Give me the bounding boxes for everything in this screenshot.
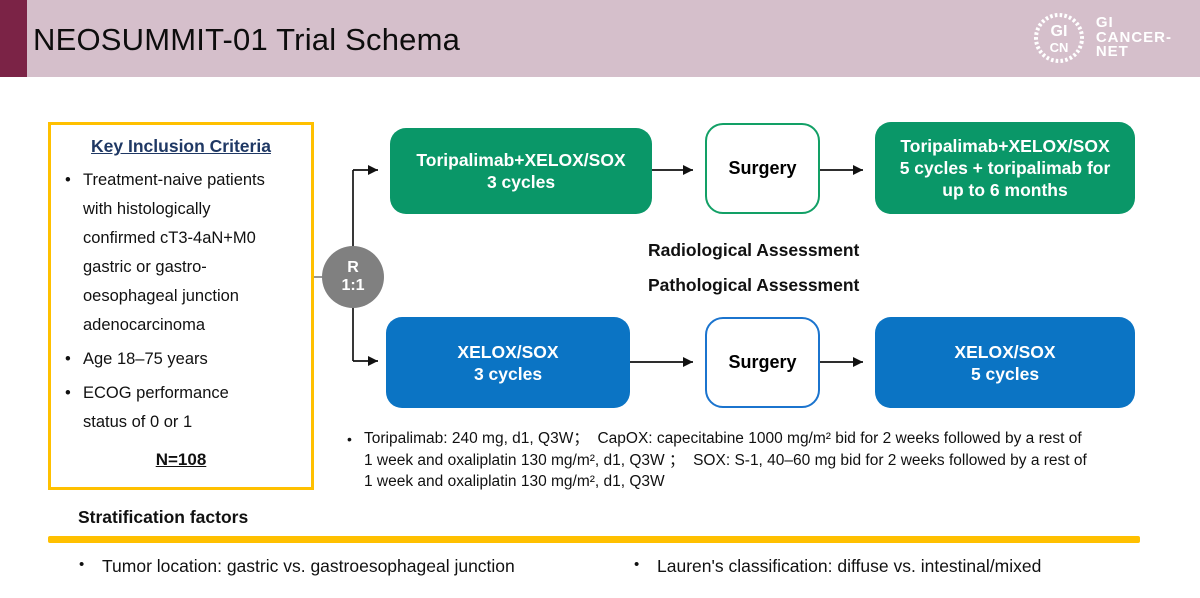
bullet-line: adenocarcinoma — [83, 316, 205, 334]
logo-wordmark: GI CANCER- NET — [1096, 16, 1172, 60]
surgery-box-top: Surgery — [705, 123, 820, 214]
stratification-title: Stratification factors — [78, 507, 249, 527]
bullet-line: with histologically — [83, 200, 211, 218]
arm-box-toripalimab-induction: Toripalimab+XELOX/SOX 3 cycles — [390, 128, 652, 214]
bullet-line: gastric or gastro- — [83, 258, 207, 276]
bullet-line: status of 0 or 1 — [83, 413, 193, 431]
stratification-divider-bar — [48, 536, 1140, 543]
gi-cancer-net-logo: GI CN GI CANCER- NET — [1031, 8, 1172, 68]
randomization-r: R — [347, 259, 359, 276]
inclusion-bullet-population: Treatment-naive patients with histologic… — [59, 166, 303, 340]
randomization-node: R 1:1 — [322, 246, 384, 308]
bullet-line: Treatment-naive patients — [83, 171, 265, 189]
inclusion-criteria-title: Key Inclusion Criteria — [91, 136, 271, 156]
inclusion-bullet-age: Age 18–75 years — [59, 345, 303, 374]
stratification-bullet-tumor-location: Tumor location: gastric vs. gastroesopha… — [79, 556, 515, 577]
bullet-line: oesophageal junction — [83, 287, 239, 305]
footnote-line: 1 week and oxaliplatin 130 mg/m², d1, Q3… — [364, 473, 665, 490]
radiological-assessment-label: Radiological Assessment — [648, 240, 860, 260]
arm-box-label-line: Toripalimab+XELOX/SOX — [416, 150, 626, 170]
logo-monogram-top: GI — [1050, 23, 1067, 40]
arm-box-label-line: 5 cycles — [970, 363, 1040, 384]
header: NEOSUMMIT-01 Trial Schema GI CN GI CANCE… — [0, 0, 1200, 77]
randomization-ratio: 1:1 — [341, 277, 365, 294]
arm-box-xelox-adjuvant: XELOX/SOX 5 cycles — [875, 317, 1135, 408]
inclusion-criteria-box: Key Inclusion Criteria Treatment-naive p… — [48, 122, 314, 490]
footnote-line: Toripalimab: 240 mg, d1, Q3W； CapOX: cap… — [364, 430, 1082, 447]
laurel-wreath-icon: GI CN — [1033, 12, 1084, 63]
arm-box-label-line: XELOX/SOX — [457, 341, 559, 362]
pathological-assessment-label: Pathological Assessment — [648, 275, 860, 295]
surgery-box-bottom: Surgery — [705, 317, 820, 408]
arm-box-label-line: up to 6 months — [942, 180, 1068, 200]
inclusion-bullet-ecog: ECOG performance status of 0 or 1 — [59, 379, 303, 437]
arm-box-toripalimab-adjuvant: Toripalimab+XELOX/SOX 5 cycles + toripal… — [875, 122, 1135, 214]
logo-wordmark-line: CANCER- — [1095, 28, 1172, 46]
arm-box-label-line: 5 cycles + toripalimab for — [899, 158, 1111, 178]
logo-wordmark-line: NET — [1095, 43, 1129, 61]
bullet-line: Age 18–75 years — [83, 350, 208, 368]
arm-box-label-line: Toripalimab+XELOX/SOX — [900, 136, 1110, 156]
stratification-bullet-lauren-classification: Lauren's classification: diffuse vs. int… — [634, 556, 1041, 577]
arm-box-label-line: 3 cycles — [486, 172, 556, 192]
surgery-label: Surgery — [728, 158, 797, 178]
page-title: NEOSUMMIT-01 Trial Schema — [33, 22, 461, 57]
logo-wordmark-line: GI — [1095, 14, 1114, 32]
arm-box-label-line: 3 cycles — [473, 363, 543, 384]
bullet-line: confirmed cT3-4aN+M0 — [83, 229, 256, 247]
arm-box-label-line: XELOX/SOX — [954, 341, 1056, 362]
footnote-line: 1 week and oxaliplatin 130 mg/m², d1, Q3… — [364, 451, 1087, 469]
dosing-footnote: Toripalimab: 240 mg, d1, Q3W； CapOX: cap… — [347, 428, 1154, 493]
bullet-line: ECOG performance — [83, 384, 229, 402]
enrollment-count: N=108 — [155, 450, 207, 469]
logo-monogram-bottom: CN — [1049, 40, 1068, 55]
arm-box-xelox-induction: XELOX/SOX 3 cycles — [386, 317, 630, 408]
surgery-label: Surgery — [728, 352, 797, 372]
header-accent-bar — [0, 0, 27, 77]
